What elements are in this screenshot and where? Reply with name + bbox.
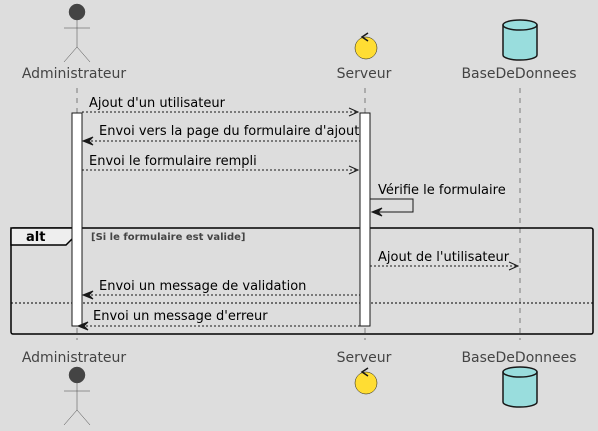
message-label: Envoi un message de validation (99, 279, 306, 294)
message-label: Ajout d'un utilisateur (89, 96, 226, 111)
participant-serveur-bottom: Serveur (337, 350, 392, 395)
participant-label: Administrateur (22, 66, 127, 82)
participant-basededonnees-bottom: BaseDeDonnees (461, 350, 577, 408)
message-label: Vérifie le formulaire (378, 183, 506, 198)
participant-serveur-top: Serveur (337, 32, 392, 82)
alt-fragment: alt [Si le formulaire est valide] (10, 227, 594, 335)
message-label: Envoi le formulaire rempli (89, 154, 257, 169)
participant-label: Serveur (337, 66, 392, 82)
database-icon (502, 366, 538, 408)
participant-label: Serveur (337, 350, 392, 366)
participant-administrateur-bottom: Administrateur (22, 350, 127, 426)
control-icon (354, 32, 378, 60)
message-label: Ajout de l'utilisateur (378, 250, 510, 265)
message-label: Envoi vers la page du formulaire d'ajout (99, 124, 359, 139)
message-6: Envoi un message de validation (81, 279, 360, 300)
message-7: Envoi un message d'erreur (76, 309, 360, 331)
alt-frame (10, 227, 594, 335)
actor-icon (63, 366, 91, 426)
activation-administrateur (71, 112, 83, 327)
message-3: Envoi le formulaire rempli (82, 154, 360, 175)
participant-label: BaseDeDonnees (461, 66, 576, 82)
alt-tab (10, 227, 77, 246)
participant-label: BaseDeDonnees (461, 350, 576, 366)
message-1: Ajout d'un utilisateur (82, 96, 360, 117)
alt-label: alt (26, 230, 45, 245)
alt-guard: [Si le formulaire est valide] (91, 232, 246, 243)
activation-serveur (359, 112, 371, 327)
database-icon (502, 19, 538, 61)
participant-administrateur-top: Administrateur (22, 3, 127, 82)
message-label: Envoi un message d'erreur (93, 309, 268, 324)
control-icon (354, 367, 378, 395)
participant-label: Administrateur (22, 350, 127, 366)
message-5: Ajout de l'utilisateur (370, 250, 520, 271)
message-4-self: Vérifie le formulaire (370, 183, 506, 217)
actor-icon (63, 3, 91, 63)
message-2: Envoi vers la page du formulaire d'ajout (81, 124, 360, 146)
participant-basededonnees-top: BaseDeDonnees (461, 19, 577, 82)
